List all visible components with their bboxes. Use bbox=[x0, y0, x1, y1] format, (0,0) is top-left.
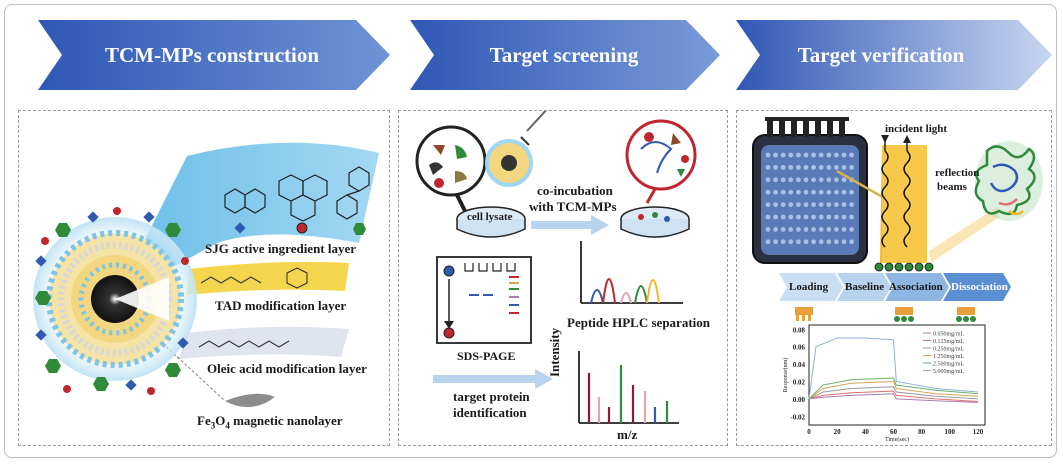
sds-page-gel bbox=[436, 256, 532, 344]
tad-ribbon bbox=[187, 261, 349, 295]
tcm-bead-icon bbox=[485, 111, 547, 187]
stage-banner-verification: Target verification bbox=[736, 20, 1052, 90]
mass-spectrum-chart bbox=[578, 351, 679, 424]
arrow-co-incubation bbox=[531, 215, 609, 235]
protein-structure-icon bbox=[974, 141, 1043, 221]
x-tick-label: 100 bbox=[945, 428, 956, 436]
construction-panel: SJG active ingredient layer TAD modifica… bbox=[18, 110, 390, 446]
legend-entry: 2.500mg/mL bbox=[933, 362, 965, 368]
layer-label-sjg: SJG active ingredient layer bbox=[205, 241, 357, 256]
target-protein-label: target protein bbox=[453, 389, 530, 404]
magnifier-icon bbox=[415, 125, 487, 212]
series-line bbox=[808, 337, 979, 399]
green-hexagon-icon bbox=[353, 223, 366, 235]
legend-entry: 1.250mg/mL bbox=[933, 354, 965, 360]
co-incubation-label: co-incubation bbox=[537, 183, 613, 198]
arrow-identification bbox=[433, 369, 553, 389]
legend-entry: 0.050mg/mL bbox=[933, 332, 965, 338]
step-dissociation: Dissociation bbox=[951, 281, 1008, 293]
x-axis-label: Time(sec) bbox=[885, 436, 909, 443]
x-tick-label: 120 bbox=[973, 428, 984, 436]
hplc-label: Peptide HPLC separation bbox=[567, 315, 710, 330]
beams-label: beams bbox=[937, 181, 967, 193]
screening-diagram bbox=[415, 111, 697, 424]
microplate-icon bbox=[752, 117, 868, 264]
magnetic-cone bbox=[225, 393, 275, 408]
x-tick-label: 80 bbox=[918, 428, 926, 436]
cell-lysate-label: cell lysate bbox=[467, 211, 513, 223]
petri-dish-lysate bbox=[456, 206, 526, 238]
y-tick-label: 0.00 bbox=[793, 396, 806, 404]
screening-panel: cell lysate co-incubation with TCM-MPs S… bbox=[398, 110, 728, 446]
series-line bbox=[808, 386, 979, 400]
x-tick-label: 60 bbox=[890, 428, 898, 436]
sjg-molecule-icon bbox=[224, 166, 370, 222]
y-tick-label: -0.02 bbox=[790, 413, 805, 421]
step-baseline: Baseline bbox=[845, 281, 885, 293]
layer-label-tad: TAD modification layer bbox=[215, 298, 347, 313]
chart-plot-area bbox=[808, 324, 986, 426]
stage-banner-construction: TCM-MPs construction bbox=[38, 20, 390, 90]
series-line bbox=[808, 393, 979, 403]
step-association: Association bbox=[889, 281, 943, 293]
bli-response-chart: 0.08 0.06 0.04 0.02 0.00 -0.020 20 40 60 80 100 120… bbox=[782, 324, 986, 443]
series-line bbox=[808, 380, 979, 400]
x-tick-label: 40 bbox=[862, 428, 870, 436]
legend-entry: 0.125mg/mL bbox=[933, 339, 965, 345]
biosensor-column bbox=[836, 135, 999, 272]
x-tick-label: 20 bbox=[834, 428, 842, 436]
magnifier-right-icon bbox=[625, 119, 697, 204]
x-tick-label: 0 bbox=[807, 428, 811, 436]
sds-page-label: SDS-PAGE bbox=[457, 349, 516, 363]
legend-entry: 5.000mg/mL bbox=[933, 369, 965, 375]
step-arrows bbox=[779, 273, 1011, 301]
stage-banner-screening: Target screening bbox=[410, 20, 720, 90]
y-axis-label: Response(nm) bbox=[782, 358, 789, 393]
with-tcm-label: with TCM-MPs bbox=[529, 199, 617, 214]
mz-axis-label: m/z bbox=[617, 427, 638, 442]
nanoparticle-diagram bbox=[33, 142, 379, 408]
reflection-label: reflection bbox=[935, 167, 980, 179]
layer-label-oleic: Oleic acid modification layer bbox=[207, 361, 367, 376]
stage-label: TCM-MPs construction bbox=[104, 43, 320, 67]
stage-label: Target verification bbox=[797, 43, 965, 67]
y-tick-label: 0.04 bbox=[793, 361, 806, 369]
step-loading: Loading bbox=[789, 281, 829, 293]
bli-diagram: 0.08 0.06 0.04 0.02 0.00 -0.020 20 40 60 80 100 120… bbox=[752, 117, 1043, 443]
oleic-ribbon bbox=[179, 326, 349, 359]
hplc-chart bbox=[580, 241, 683, 304]
identification-label: identification bbox=[453, 405, 527, 420]
legend-entry: 0.250mg/mL bbox=[933, 347, 965, 353]
red-circle-icon bbox=[296, 222, 308, 234]
incident-light-label: incident light bbox=[885, 123, 948, 135]
stage-label: Target screening bbox=[489, 43, 639, 67]
layer-label-fe3o4: Fe3O4 magnetic nanolayer bbox=[197, 413, 343, 431]
y-tick-label: 0.08 bbox=[793, 326, 806, 334]
series-line bbox=[808, 377, 979, 400]
sensor-tip-icons bbox=[795, 307, 976, 322]
intensity-axis-label: Intensity bbox=[547, 327, 562, 377]
y-tick-label: 0.02 bbox=[793, 379, 806, 387]
y-tick-label: 0.06 bbox=[793, 344, 806, 352]
nanoparticle bbox=[33, 207, 197, 395]
petri-dish-incubation bbox=[620, 206, 690, 238]
series-line bbox=[808, 390, 979, 402]
